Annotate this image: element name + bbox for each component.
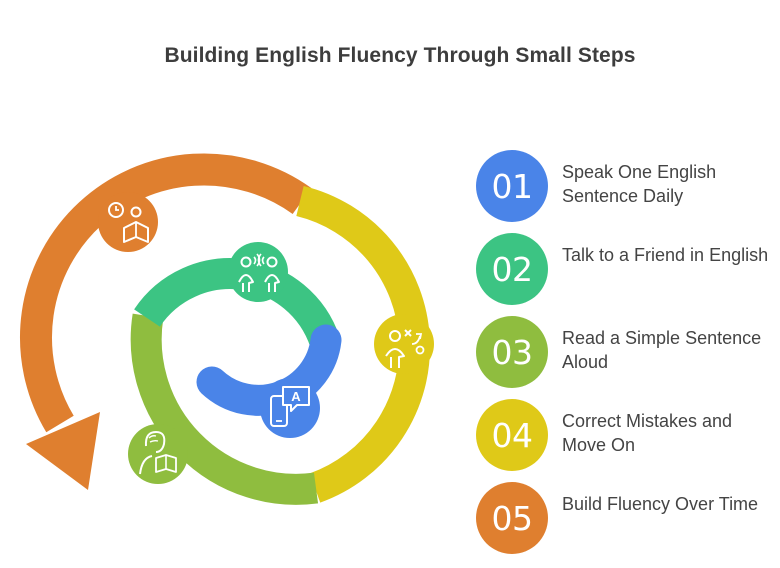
step-item-05: 05 Build Fluency Over Time	[476, 482, 776, 554]
step-label: Speak One English Sentence Daily	[562, 162, 717, 206]
step-item-02: 02 Talk to a Friend in English	[476, 233, 776, 305]
step-number-badge: 05	[476, 482, 548, 554]
step-label: Talk to a Friend in English	[562, 245, 769, 265]
step-label: Correct Mistakes and Move On	[562, 411, 733, 455]
spiral-segment-05	[20, 153, 312, 433]
step-number-badge: 03	[476, 316, 548, 388]
person-reading-icon	[128, 424, 188, 484]
step-number-badge: 02	[476, 233, 548, 305]
spiral-arrowhead	[26, 412, 100, 490]
page-title: Building English Fluency Through Small S…	[164, 44, 636, 67]
spiral-diagram: A	[20, 153, 434, 505]
spiral-segment-03	[130, 313, 319, 505]
step-number-badge: 01	[476, 150, 548, 222]
step-number-badge: 04	[476, 399, 548, 471]
people-talking-icon	[228, 242, 288, 302]
step-item-01: 01 Speak One English Sentence Daily	[476, 150, 776, 222]
step-label: Read a Simple Sentence Aloud	[562, 328, 762, 372]
tablet-translate-icon: A	[260, 378, 320, 438]
step-label: Build Fluency Over Time	[562, 494, 759, 514]
person-strategy-icon	[374, 314, 434, 374]
clock-reading-icon	[98, 192, 158, 252]
step-item-03: 03 Read a Simple Sentence Aloud	[476, 316, 776, 388]
step-item-04: 04 Correct Mistakes and Move On	[476, 399, 776, 471]
svg-text:A: A	[291, 389, 301, 404]
